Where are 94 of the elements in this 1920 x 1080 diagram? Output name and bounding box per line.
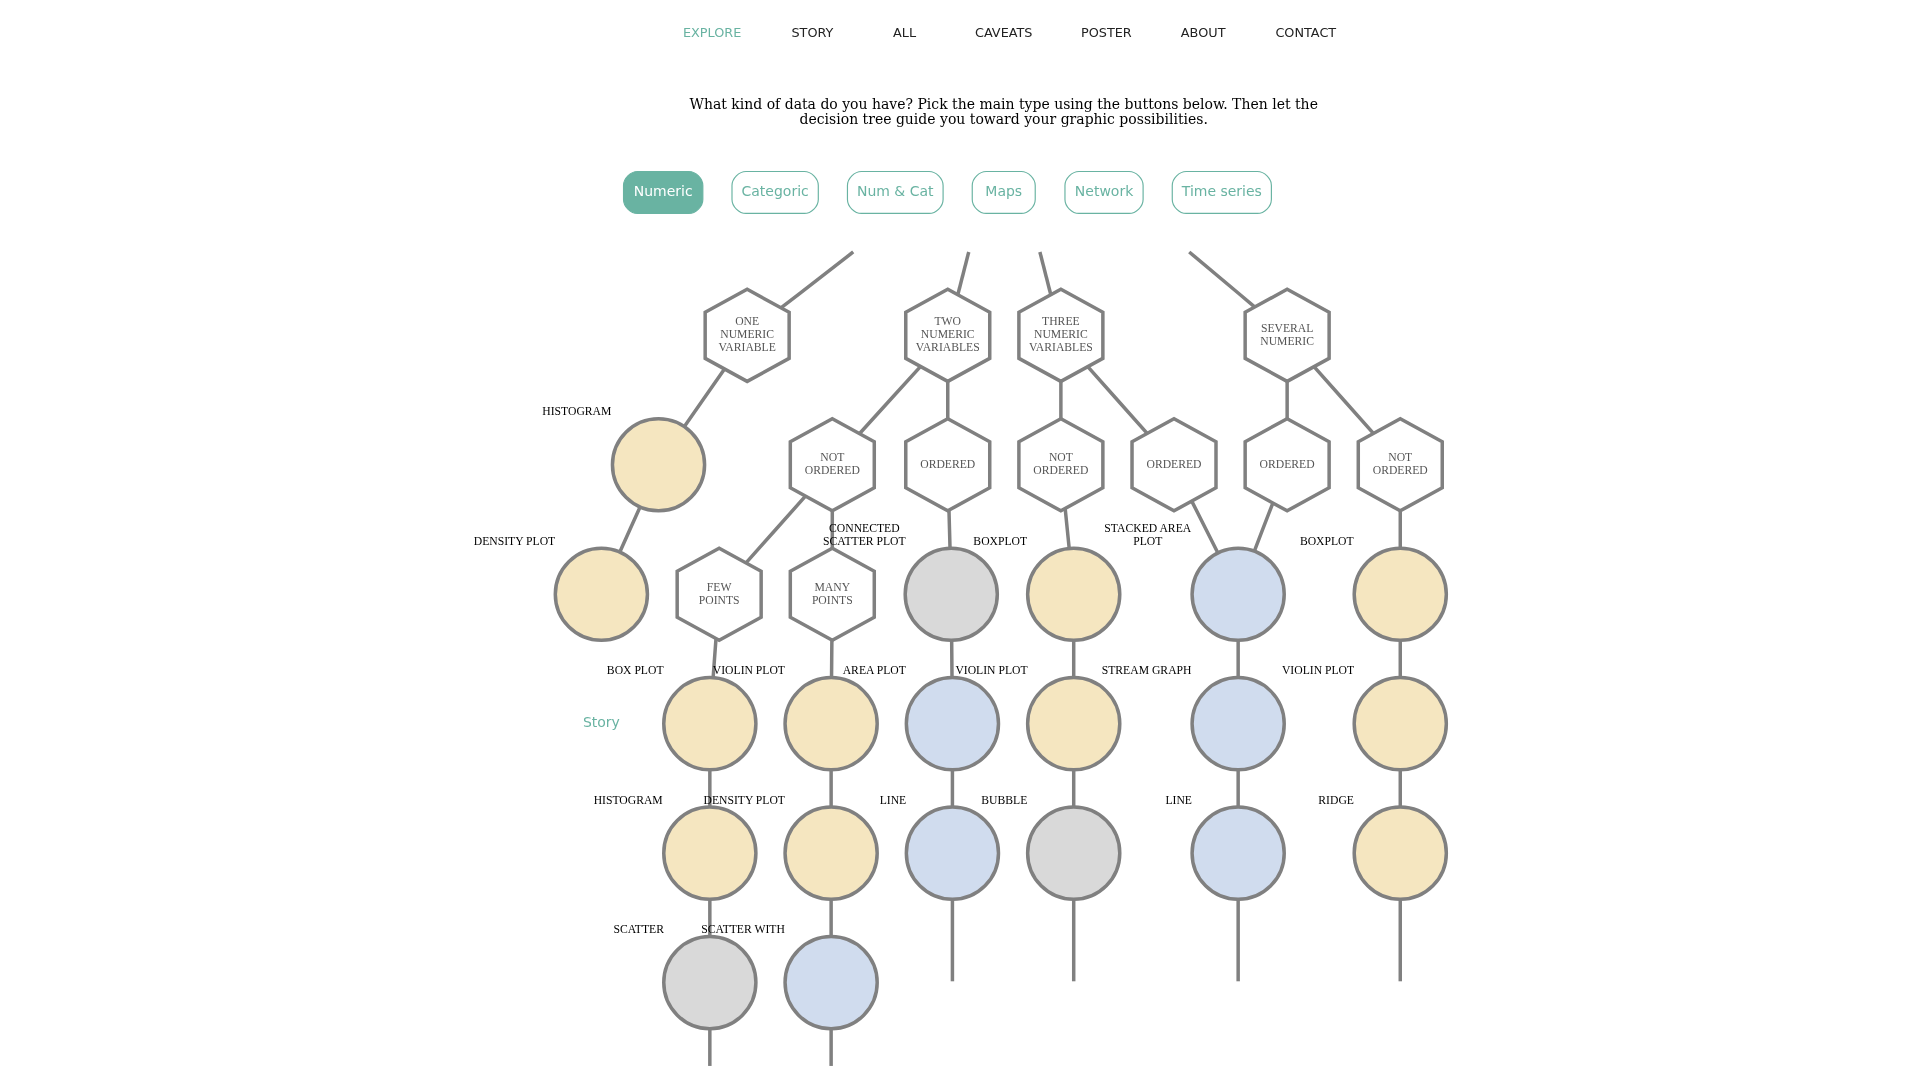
connector (1038, 251, 1053, 295)
connector (1236, 899, 1240, 982)
connector (858, 365, 922, 435)
node-circle (904, 675, 1001, 772)
connector (829, 770, 833, 807)
node-circle (1025, 675, 1122, 772)
node-label: AREA PLOT (842, 664, 906, 678)
label: Network (1074, 183, 1134, 200)
node-label: STREAM GRAPH (1101, 664, 1192, 678)
connector (1086, 365, 1149, 435)
node-circle (904, 805, 1001, 901)
node-circle (1352, 675, 1449, 772)
node-circle (1352, 805, 1449, 901)
node-label: VIOLIN PLOT (712, 664, 786, 678)
connector (1312, 365, 1375, 435)
connector (950, 899, 955, 982)
connector (1398, 899, 1402, 982)
node-label: DENSITY PLOT (473, 534, 556, 548)
node-label: LINE (1165, 793, 1192, 807)
label: Story (582, 714, 620, 731)
label: Categoric (741, 183, 809, 200)
connector (1071, 899, 1076, 982)
connector (1398, 770, 1402, 807)
node-circle (903, 546, 1000, 643)
connector (1236, 770, 1240, 807)
node-circle (783, 805, 879, 901)
node-label: SCATTER WITH (701, 923, 785, 937)
node-label: LINE (879, 793, 907, 807)
connector (708, 1028, 712, 1066)
node-label: BOXPLOT (973, 534, 1028, 548)
connector (711, 638, 718, 678)
connector (950, 770, 955, 807)
label: ALL (893, 25, 917, 41)
connector (1063, 508, 1071, 549)
label: CONTACT (1275, 25, 1337, 41)
node-circle (1025, 546, 1122, 643)
connector (618, 506, 642, 553)
connector (949, 640, 954, 678)
connector (682, 368, 726, 428)
connector (1398, 640, 1402, 678)
connector (829, 640, 834, 678)
connector (1398, 511, 1402, 549)
label: STORY (791, 25, 834, 41)
node-label: BUBBLE (981, 793, 1028, 807)
label: Numeric (633, 183, 693, 200)
label: Time series (1181, 183, 1262, 200)
connector (744, 495, 807, 565)
connector (1285, 381, 1289, 419)
connector (780, 250, 855, 309)
node-label: CONNECTED SCATTER PLOT (823, 521, 906, 548)
label: Num & Cat (856, 183, 934, 200)
node-label: BOX PLOT (606, 664, 664, 678)
label: EXPLORE (682, 25, 742, 41)
connector (1071, 640, 1076, 678)
node-circle (1190, 675, 1286, 772)
node-circle (783, 934, 879, 1031)
label: ABOUT (1180, 25, 1226, 41)
connector (829, 1028, 833, 1066)
node-circle (662, 934, 758, 1031)
node-circle (1025, 805, 1122, 901)
node-label: BOXPLOT (1299, 534, 1354, 548)
node-label: SCATTER (613, 923, 664, 937)
node-circle (1352, 546, 1449, 643)
connector (1188, 250, 1256, 308)
node-label: VIOLIN PLOT (1281, 664, 1355, 678)
connector (1252, 502, 1275, 552)
label: CAVEATS (974, 25, 1033, 41)
node-circle (553, 546, 650, 643)
node-circle (662, 805, 758, 901)
node-circle (1190, 805, 1286, 901)
node-circle (783, 675, 879, 772)
connector (830, 511, 835, 549)
connector (946, 381, 950, 419)
node-label: STACKED AREA PLOT (1104, 521, 1192, 548)
node-circle (610, 416, 707, 513)
node-label: HISTOGRAM (593, 793, 663, 807)
label: Maps (985, 183, 1023, 200)
node-label: VIOLIN PLOT (955, 664, 1028, 678)
connector (1190, 500, 1220, 554)
label: POSTER (1080, 25, 1132, 41)
node-label: DENSITY PLOT (703, 793, 785, 807)
connector (708, 899, 712, 937)
connector (708, 770, 712, 807)
connector (1059, 381, 1063, 419)
connector (1236, 640, 1240, 678)
label: What kind of data do you have? Pick the main type using the buttons below. Then let the decision tree guide you toward your graphic possibilities. (689, 96, 1318, 128)
node-label: RIDGE (1318, 793, 1354, 807)
connector (829, 899, 833, 937)
connector (1071, 770, 1076, 807)
connector (956, 251, 971, 295)
connector (947, 510, 952, 549)
node-label: HISTOGRAM (542, 405, 612, 419)
node-circle (662, 675, 758, 772)
node-circle (1190, 546, 1286, 643)
